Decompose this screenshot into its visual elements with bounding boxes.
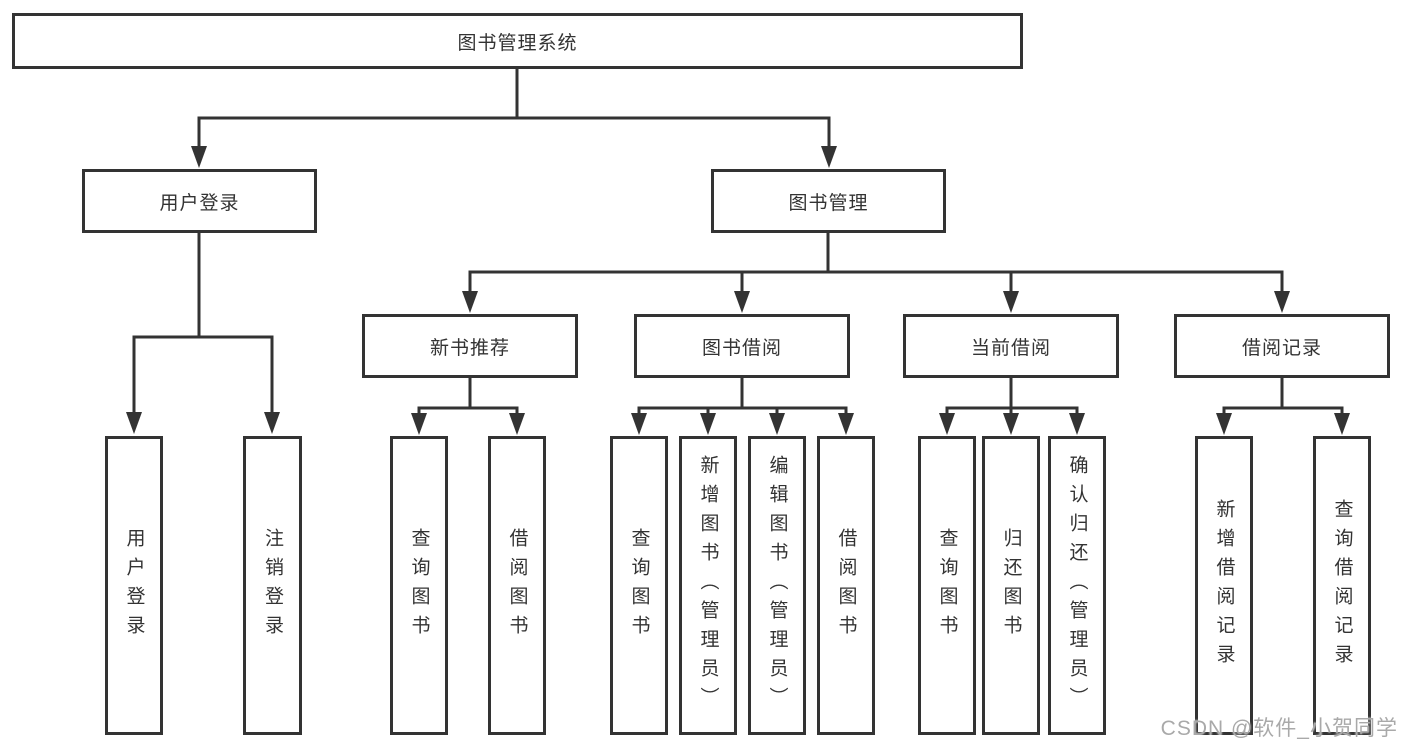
node-new-book-recommend: 新书推荐 (362, 314, 578, 378)
node-user-login: 用户登录 (82, 169, 317, 233)
node-book-management: 图书管理 (711, 169, 946, 233)
leaf-logout: 注销登录 (243, 436, 302, 735)
node-borrow-records: 借阅记录 (1174, 314, 1390, 378)
edge-root-to-level2 (191, 69, 837, 168)
edge-borrow-records-to-children (1216, 378, 1350, 435)
leaf-borrow-books-recommend: 借阅图书 (488, 436, 546, 735)
edge-book-management-to-level3 (462, 233, 1290, 313)
leaf-borrow-books: 借阅图书 (817, 436, 875, 735)
edge-user-login-to-children (126, 233, 280, 434)
leaf-query-books-current: 查询图书 (918, 436, 976, 735)
edge-current-borrow-to-children (939, 378, 1085, 435)
edge-new-book-recommend-to-children (411, 378, 525, 435)
node-book-management-system: 图书管理系统 (12, 13, 1023, 69)
leaf-query-books-borrow: 查询图书 (610, 436, 668, 735)
leaf-query-books-recommend: 查询图书 (390, 436, 448, 735)
leaf-edit-books-admin: 编辑图书（管理员） (748, 436, 806, 735)
leaf-add-borrow-record: 新增借阅记录 (1195, 436, 1253, 735)
leaf-return-books: 归还图书 (982, 436, 1040, 735)
csdn-watermark: CSDN @软件_小贺同学 (1160, 717, 1398, 740)
leaf-add-books-admin: 新增图书（管理员） (679, 436, 737, 735)
node-current-borrow: 当前借阅 (903, 314, 1119, 378)
leaf-user-login: 用户登录 (105, 436, 163, 735)
node-book-borrow: 图书借阅 (634, 314, 850, 378)
leaf-confirm-return-admin: 确认归还（管理员） (1048, 436, 1106, 735)
leaf-query-borrow-record: 查询借阅记录 (1313, 436, 1371, 735)
edge-book-borrow-to-children (631, 378, 854, 435)
